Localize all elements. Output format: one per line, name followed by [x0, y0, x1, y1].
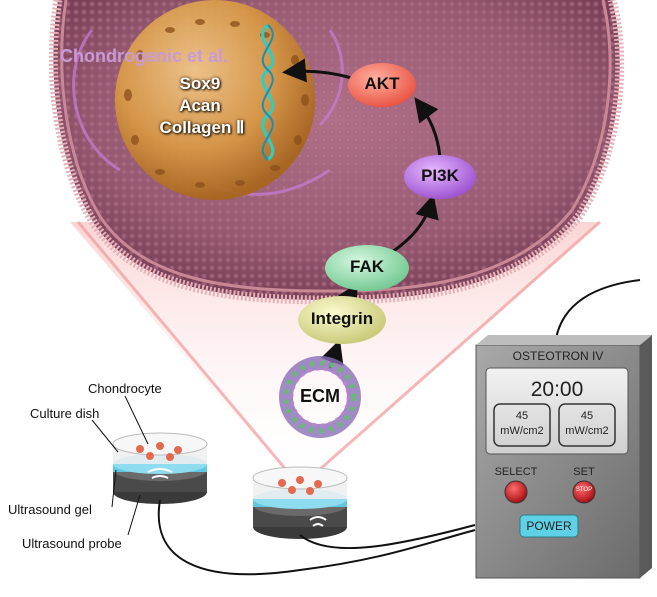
leader-ultrasound-gel [111, 469, 117, 508]
device-intensity-right: 45 mW/cm2 [559, 409, 615, 439]
gene-acan-text: Acan [179, 96, 221, 115]
gene-sox9-text: Sox9 [179, 74, 221, 93]
label-culture-dish: Culture dish [30, 406, 100, 421]
label-ultrasound-probe: Ultrasound probe [22, 536, 122, 551]
nucleus [115, 0, 315, 200]
node-pi3k [404, 155, 476, 199]
node-integrin [298, 296, 386, 344]
device-intensity-left: 45 mW/cm2 [494, 409, 550, 439]
gene-collagen-ii: Collagen Ⅱ [132, 118, 272, 138]
leader-chondrocyte [124, 395, 149, 445]
gene-sox9: Sox9 [150, 74, 250, 94]
select-label: SELECT [494, 466, 538, 478]
node-pi3k-label: PI3K [421, 166, 459, 185]
ecm-molecule [279, 356, 361, 438]
device-intensity-left-unit: mW/cm2 [500, 425, 544, 437]
device-antenna-cable [554, 279, 641, 346]
gene-acan: Acan [150, 96, 250, 116]
stop-button[interactable]: STOP [575, 487, 593, 493]
device-intensity-right-unit: mW/cm2 [565, 425, 609, 437]
beam-edge-left [76, 221, 295, 479]
device-intensity-right-value: 45 [580, 410, 594, 422]
node-fak [325, 245, 409, 291]
gene-collagen-ii-text: Collagen Ⅱ [159, 118, 245, 137]
right-dish-assembly [252, 466, 348, 539]
node-akt-label: AKT [364, 74, 400, 93]
left-dish-assembly [112, 432, 208, 504]
probe-cable [157, 499, 476, 576]
device-name: OSTEOTRON IV [512, 349, 604, 363]
set-label: SET [573, 466, 595, 478]
pathway-title: Chondrogenic et al. [60, 46, 229, 66]
cell-membrane-inner [60, 0, 612, 293]
arrow-pi3k-to-akt [414, 97, 442, 159]
arrow-akt-to-nucleus [282, 58, 353, 83]
node-ecm-label: ECM [300, 386, 340, 406]
leader-ultrasound-probe [127, 494, 141, 536]
label-chondrocyte: Chondrocyte [88, 381, 162, 396]
beam-edge-right [309, 220, 601, 480]
node-akt [348, 63, 416, 107]
select-button[interactable] [505, 481, 527, 503]
dna-helix-strand-b [261, 24, 274, 161]
right-probe-cable [299, 524, 476, 550]
device-timer: 20:00 [530, 378, 584, 401]
node-fak-label: FAK [350, 257, 384, 276]
power-button[interactable]: POWER [526, 519, 572, 533]
label-ultrasound-gel: Ultrasound gel [8, 502, 92, 517]
device-intensity-left-value: 45 [515, 410, 529, 422]
osteotron-device [475, 335, 652, 579]
leader-culture-dish [91, 419, 119, 453]
node-integrin-label: Integrin [310, 309, 374, 328]
